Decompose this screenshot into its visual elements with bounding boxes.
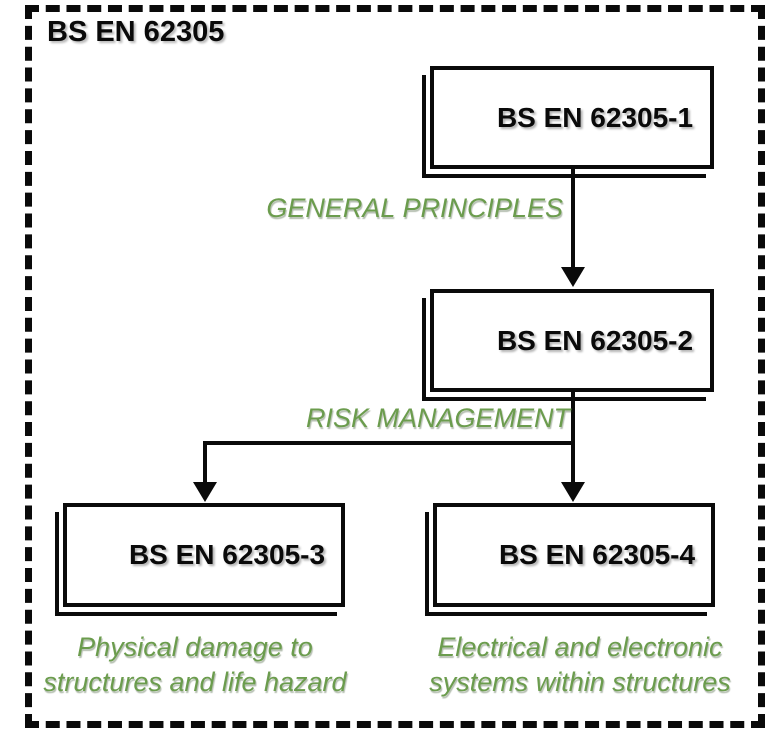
connector-branch-line bbox=[203, 441, 575, 445]
connector-line-part2-part4 bbox=[571, 392, 575, 483]
caption-part4: Electrical and electronic systems within… bbox=[405, 630, 755, 700]
caption-line: Physical damage to bbox=[77, 632, 313, 662]
edge-label-risk-management: RISK MANAGEMENT bbox=[305, 403, 570, 433]
node-bs-en-62305-4: BS EN 62305-4 bbox=[433, 503, 715, 607]
node-shadow bbox=[425, 512, 707, 616]
node-bs-en-62305-1: BS EN 62305-1 bbox=[430, 66, 714, 169]
caption-line: systems within structures bbox=[429, 667, 731, 697]
arrowhead-down-icon bbox=[193, 482, 217, 502]
caption-line: Electrical and electronic bbox=[437, 632, 723, 662]
node-label: BS EN 62305-4 bbox=[498, 539, 696, 570]
caption-part3: Physical damage to structures and life h… bbox=[20, 630, 370, 700]
node-label: BS EN 62305-2 bbox=[496, 324, 694, 356]
node-shadow bbox=[55, 512, 337, 616]
node-bs-en-62305-2: BS EN 62305-2 bbox=[430, 289, 714, 392]
connector-line-branch-part3 bbox=[203, 443, 207, 483]
dashed-border-frame bbox=[25, 5, 765, 728]
node-bs-en-62305-3: BS EN 62305-3 bbox=[63, 503, 345, 607]
caption-line: structures and life hazard bbox=[43, 667, 347, 697]
diagram-title: BS EN 62305 bbox=[47, 16, 225, 48]
arrowhead-down-icon bbox=[561, 482, 585, 502]
node-shadow bbox=[422, 75, 706, 178]
node-label: BS EN 62305-1 bbox=[496, 101, 694, 133]
node-label: BS EN 62305-3 bbox=[128, 539, 326, 570]
node-shadow bbox=[422, 298, 706, 401]
arrowhead-down-icon bbox=[561, 267, 585, 287]
edge-label-general-principles: GENERAL PRINCIPLES bbox=[266, 193, 563, 223]
connector-line-part1-part2 bbox=[571, 169, 575, 269]
